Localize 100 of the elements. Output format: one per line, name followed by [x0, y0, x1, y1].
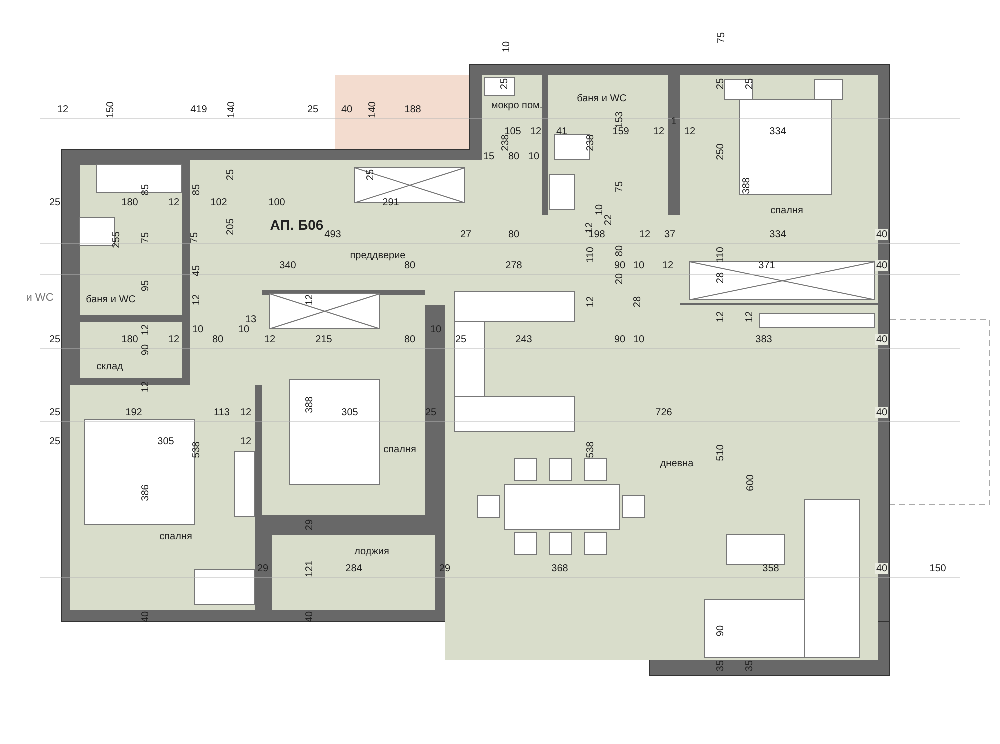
dimension-label: 305: [342, 408, 358, 418]
room-floor: [482, 75, 542, 215]
dimension-label: 102: [210, 198, 228, 208]
room-name: мокро пом.: [491, 100, 543, 112]
dimension-label: 95: [140, 280, 152, 292]
dimension-label: 25: [366, 169, 376, 181]
dimension-label: 10: [238, 324, 250, 336]
room-name: баня и WC: [577, 94, 627, 104]
dimension-label: 192: [126, 408, 142, 418]
dimension-label: 25: [425, 408, 437, 418]
dimension-label: 150: [930, 564, 946, 574]
dimension-label: 15: [483, 152, 495, 162]
dimension-label: 10: [192, 324, 204, 336]
room-name: спалня: [160, 532, 192, 542]
dimension-label: 75: [140, 232, 152, 244]
dimension-label: 29: [439, 564, 451, 574]
dimension-label: 80: [404, 260, 416, 272]
dimension-label: 22: [604, 214, 614, 226]
room-name: спалня: [770, 206, 804, 216]
dimension-label: 334: [770, 126, 786, 138]
dimension-label: 510: [716, 444, 726, 462]
dimension-label: 45: [192, 265, 202, 277]
dimension-label: 41: [556, 126, 568, 138]
dimension-label: 600: [746, 474, 756, 492]
dimension-label: 25: [455, 334, 467, 346]
dimension-label: 27: [460, 230, 472, 240]
dimension-label: 80: [508, 152, 520, 162]
dimension-label: 110: [716, 247, 726, 263]
dimension-label: 1: [671, 116, 677, 128]
dimension-label: 25: [49, 408, 61, 418]
dimension-label: 180: [122, 198, 138, 208]
dimension-label: 12: [653, 126, 665, 138]
dimension-label: 12: [192, 294, 202, 306]
room-name: спалня: [384, 444, 416, 456]
dimension-label: 29: [304, 519, 316, 531]
dimension-label: 85: [140, 184, 152, 196]
dimension-label: 188: [404, 104, 422, 116]
dimension-label: 388: [304, 396, 316, 414]
dimension-label: 726: [656, 408, 672, 418]
dimension-label: 153: [614, 112, 626, 128]
dimension-label: 159: [612, 126, 630, 138]
dimension-label: 80: [212, 334, 224, 346]
dimension-label: 80: [404, 334, 416, 346]
dimension-label: 12: [530, 126, 542, 138]
dimension-label: 75: [614, 181, 626, 193]
dimension-label: 90: [614, 334, 626, 346]
dimension-label: 340: [280, 260, 296, 272]
dimension-label: 238: [586, 134, 596, 152]
dimension-label: 40: [875, 260, 889, 272]
dimension-label: 40: [875, 334, 889, 346]
apartment-label: АП. Б06: [270, 217, 324, 233]
room-name: дневна: [660, 458, 694, 470]
room-name: баня и WC: [86, 294, 136, 306]
dimension-label: 25: [307, 104, 319, 116]
room-name: лоджия: [354, 546, 390, 558]
dimension-label: 29: [257, 564, 269, 574]
dimension-label: 10: [528, 152, 540, 162]
dimension-label: 12: [264, 334, 276, 346]
dimension-label: 238: [500, 134, 512, 152]
dimension-label: 243: [516, 334, 532, 346]
dimension-label: 25: [716, 78, 726, 90]
dimension-label: 419: [190, 104, 208, 116]
dimension-label: 121: [304, 560, 316, 578]
dimension-label: 12: [639, 230, 651, 240]
dimension-label: 250: [716, 144, 726, 160]
room-name: преддверие: [350, 250, 406, 262]
dimension-label: 205: [226, 218, 236, 236]
dimension-label: 10: [633, 260, 645, 272]
dimension-label: 150: [106, 102, 116, 118]
dimension-label: 140: [226, 102, 238, 118]
dimension-label: 538: [192, 442, 202, 458]
dimension-label: 110: [586, 247, 596, 263]
dimension-label: 12: [744, 311, 756, 323]
room-floor: [80, 322, 182, 378]
dimension-label: 12: [684, 126, 696, 138]
dimension-label: 13: [245, 314, 257, 326]
dimension-label: 12: [140, 324, 152, 336]
dimension-label: 40: [875, 230, 889, 240]
dimension-label: 25: [49, 436, 61, 448]
dimension-label: 80: [614, 245, 626, 257]
dimension-label: 10: [430, 324, 442, 336]
dimension-label: 20: [614, 273, 626, 285]
dimension-label: 35: [744, 660, 756, 672]
dimension-label: 368: [552, 564, 568, 574]
dimension-label: 388: [742, 178, 752, 194]
dimension-label: 40: [140, 611, 152, 623]
dimension-label: 12: [168, 334, 180, 346]
dimension-label: 113: [214, 408, 230, 418]
room-name: склад: [96, 362, 124, 372]
dimension-label: 291: [382, 198, 400, 208]
dimension-label: 28: [632, 296, 644, 308]
dimension-label: 12: [57, 104, 69, 116]
dimension-label: 75: [716, 32, 728, 44]
dimension-label: 28: [716, 272, 726, 284]
dimension-label: 10: [594, 204, 606, 216]
dimension-label: 493: [324, 230, 342, 240]
dimension-label: 255: [112, 232, 122, 248]
dimension-label: 12: [716, 311, 726, 323]
dimension-label: 538: [586, 442, 596, 458]
dimension-label: 140: [368, 102, 378, 118]
